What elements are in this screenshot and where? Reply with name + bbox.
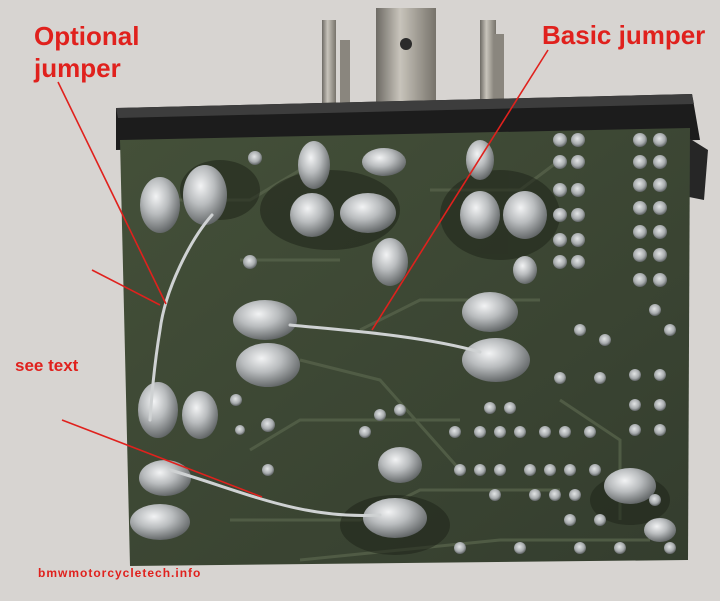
see-text-label: see text: [15, 356, 79, 375]
annotation-pointer-lines: [57, 49, 549, 498]
solder-pads: [230, 133, 676, 554]
optional-jumper-label-line2: jumper: [34, 53, 121, 83]
solder-blobs: [130, 140, 676, 542]
jumper-wires: [148, 213, 482, 518]
optional-jumper-wire: [148, 213, 214, 422]
relay-prongs: [322, 8, 504, 112]
optional-jumper-label-line1: Optional: [34, 21, 140, 51]
basic-jumper-label: Basic jumper: [542, 20, 706, 50]
optional-jumper-label: Optional jumper: [34, 20, 139, 84]
see-text-jumper-wire: [168, 468, 382, 518]
site-watermark: bmwmotorcycletech.info: [38, 566, 202, 580]
basic-jumper-wire: [288, 323, 482, 354]
